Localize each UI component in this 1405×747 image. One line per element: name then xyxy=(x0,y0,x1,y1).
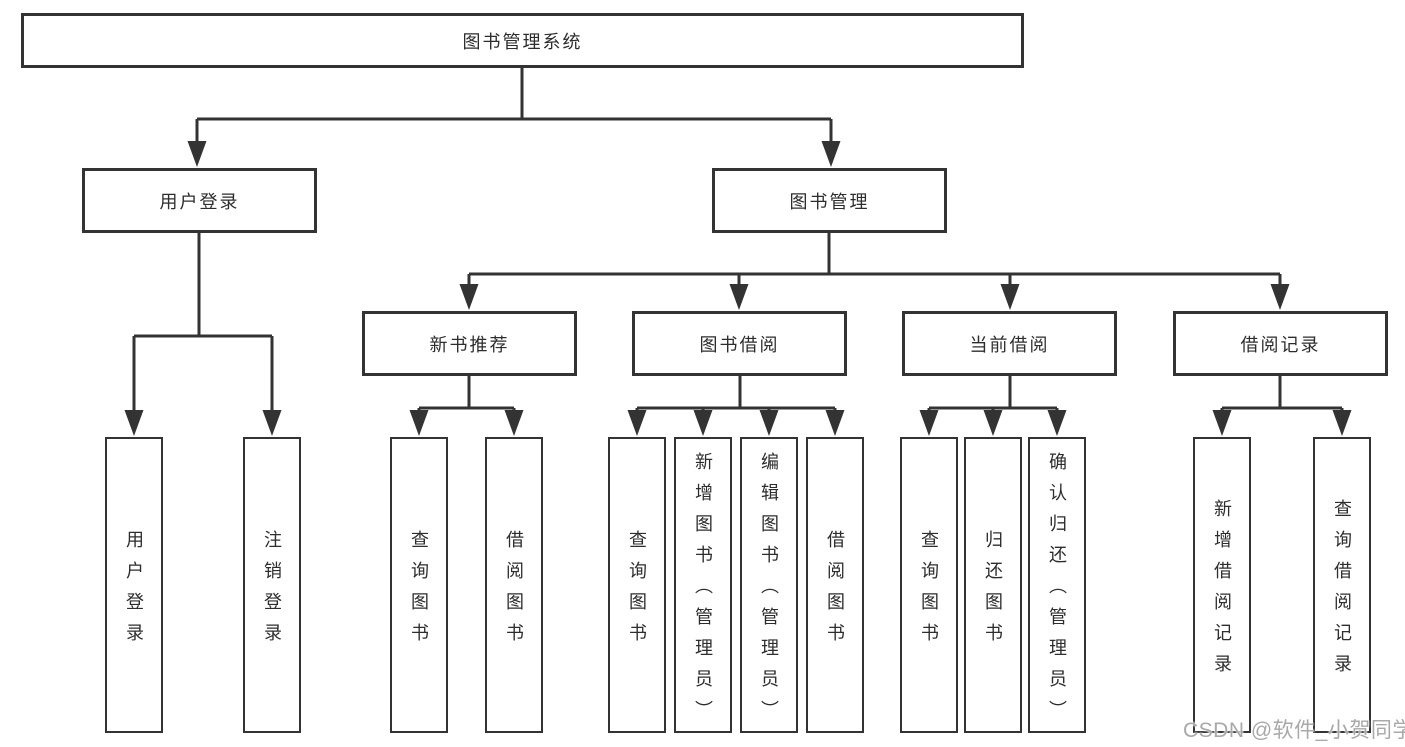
edges-root-to-level2 xyxy=(187,66,841,167)
node-label: 图书管理系统 xyxy=(462,31,583,52)
node-label: 借阅记录 xyxy=(1240,334,1321,355)
leaf-label: 编辑图书（管理员） xyxy=(759,452,779,731)
leaf-query-books-recommend: 查询图书 xyxy=(390,437,448,733)
node-borrowing-records: 借阅记录 xyxy=(1173,311,1388,376)
leaf-edit-books-admin: 编辑图书（管理员） xyxy=(740,437,798,733)
edges-new-book-rec-to-leaves xyxy=(409,376,524,436)
edges-book-management-to-level3 xyxy=(459,233,1290,310)
leaf-borrow-books-recommend: 借阅图书 xyxy=(485,437,543,733)
node-label: 当前借阅 xyxy=(969,334,1050,355)
leaf-label: 查询借阅记录 xyxy=(1332,498,1352,685)
leaf-query-books-current: 查询图书 xyxy=(900,437,958,733)
leaf-label: 查询图书 xyxy=(919,529,939,654)
node-book-borrowing: 图书借阅 xyxy=(632,311,847,376)
leaf-label: 归还图书 xyxy=(983,529,1003,654)
leaf-label: 新增图书（管理员） xyxy=(693,452,713,731)
leaf-label: 查询图书 xyxy=(409,529,429,654)
leaf-user-login: 用户登录 xyxy=(105,437,163,733)
edges-user-login-to-leaves xyxy=(124,233,282,436)
node-label: 图书借阅 xyxy=(699,334,780,355)
edges-book-borrow-to-leaves xyxy=(627,376,845,436)
leaf-label: 借阅图书 xyxy=(825,529,845,654)
node-current-borrowing: 当前借阅 xyxy=(902,311,1117,376)
leaf-label: 用户登录 xyxy=(124,529,144,654)
leaf-add-books-admin: 新增图书（管理员） xyxy=(674,437,732,733)
edges-current-borrow-to-leaves xyxy=(919,376,1067,436)
leaf-return-books: 归还图书 xyxy=(964,437,1022,733)
node-label: 新书推荐 xyxy=(429,334,510,355)
leaf-label: 注销登录 xyxy=(262,529,282,654)
node-new-book-recommendation: 新书推荐 xyxy=(362,311,577,376)
leaf-label: 新增借阅记录 xyxy=(1212,498,1232,685)
edges-borrow-records-to-leaves xyxy=(1212,376,1352,436)
node-book-management: 图书管理 xyxy=(712,168,947,233)
node-root-system: 图书管理系统 xyxy=(21,13,1024,68)
leaf-add-borrow-record: 新增借阅记录 xyxy=(1193,437,1251,733)
node-user-login: 用户登录 xyxy=(82,168,317,233)
leaf-borrow-books: 借阅图书 xyxy=(806,437,864,733)
leaf-query-books-borrow: 查询图书 xyxy=(608,437,666,733)
leaf-label: 确认归还（管理员） xyxy=(1047,452,1067,731)
csdn-watermark: CSDN @软件_小贺同学 xyxy=(1183,719,1405,742)
leaf-query-borrow-record: 查询借阅记录 xyxy=(1313,437,1371,733)
leaf-label: 借阅图书 xyxy=(504,529,524,654)
node-label: 用户登录 xyxy=(159,191,240,212)
leaf-logout: 注销登录 xyxy=(243,437,301,733)
leaf-label: 查询图书 xyxy=(627,529,647,654)
node-label: 图书管理 xyxy=(789,191,870,212)
leaf-confirm-return-admin: 确认归还（管理员） xyxy=(1028,437,1086,733)
